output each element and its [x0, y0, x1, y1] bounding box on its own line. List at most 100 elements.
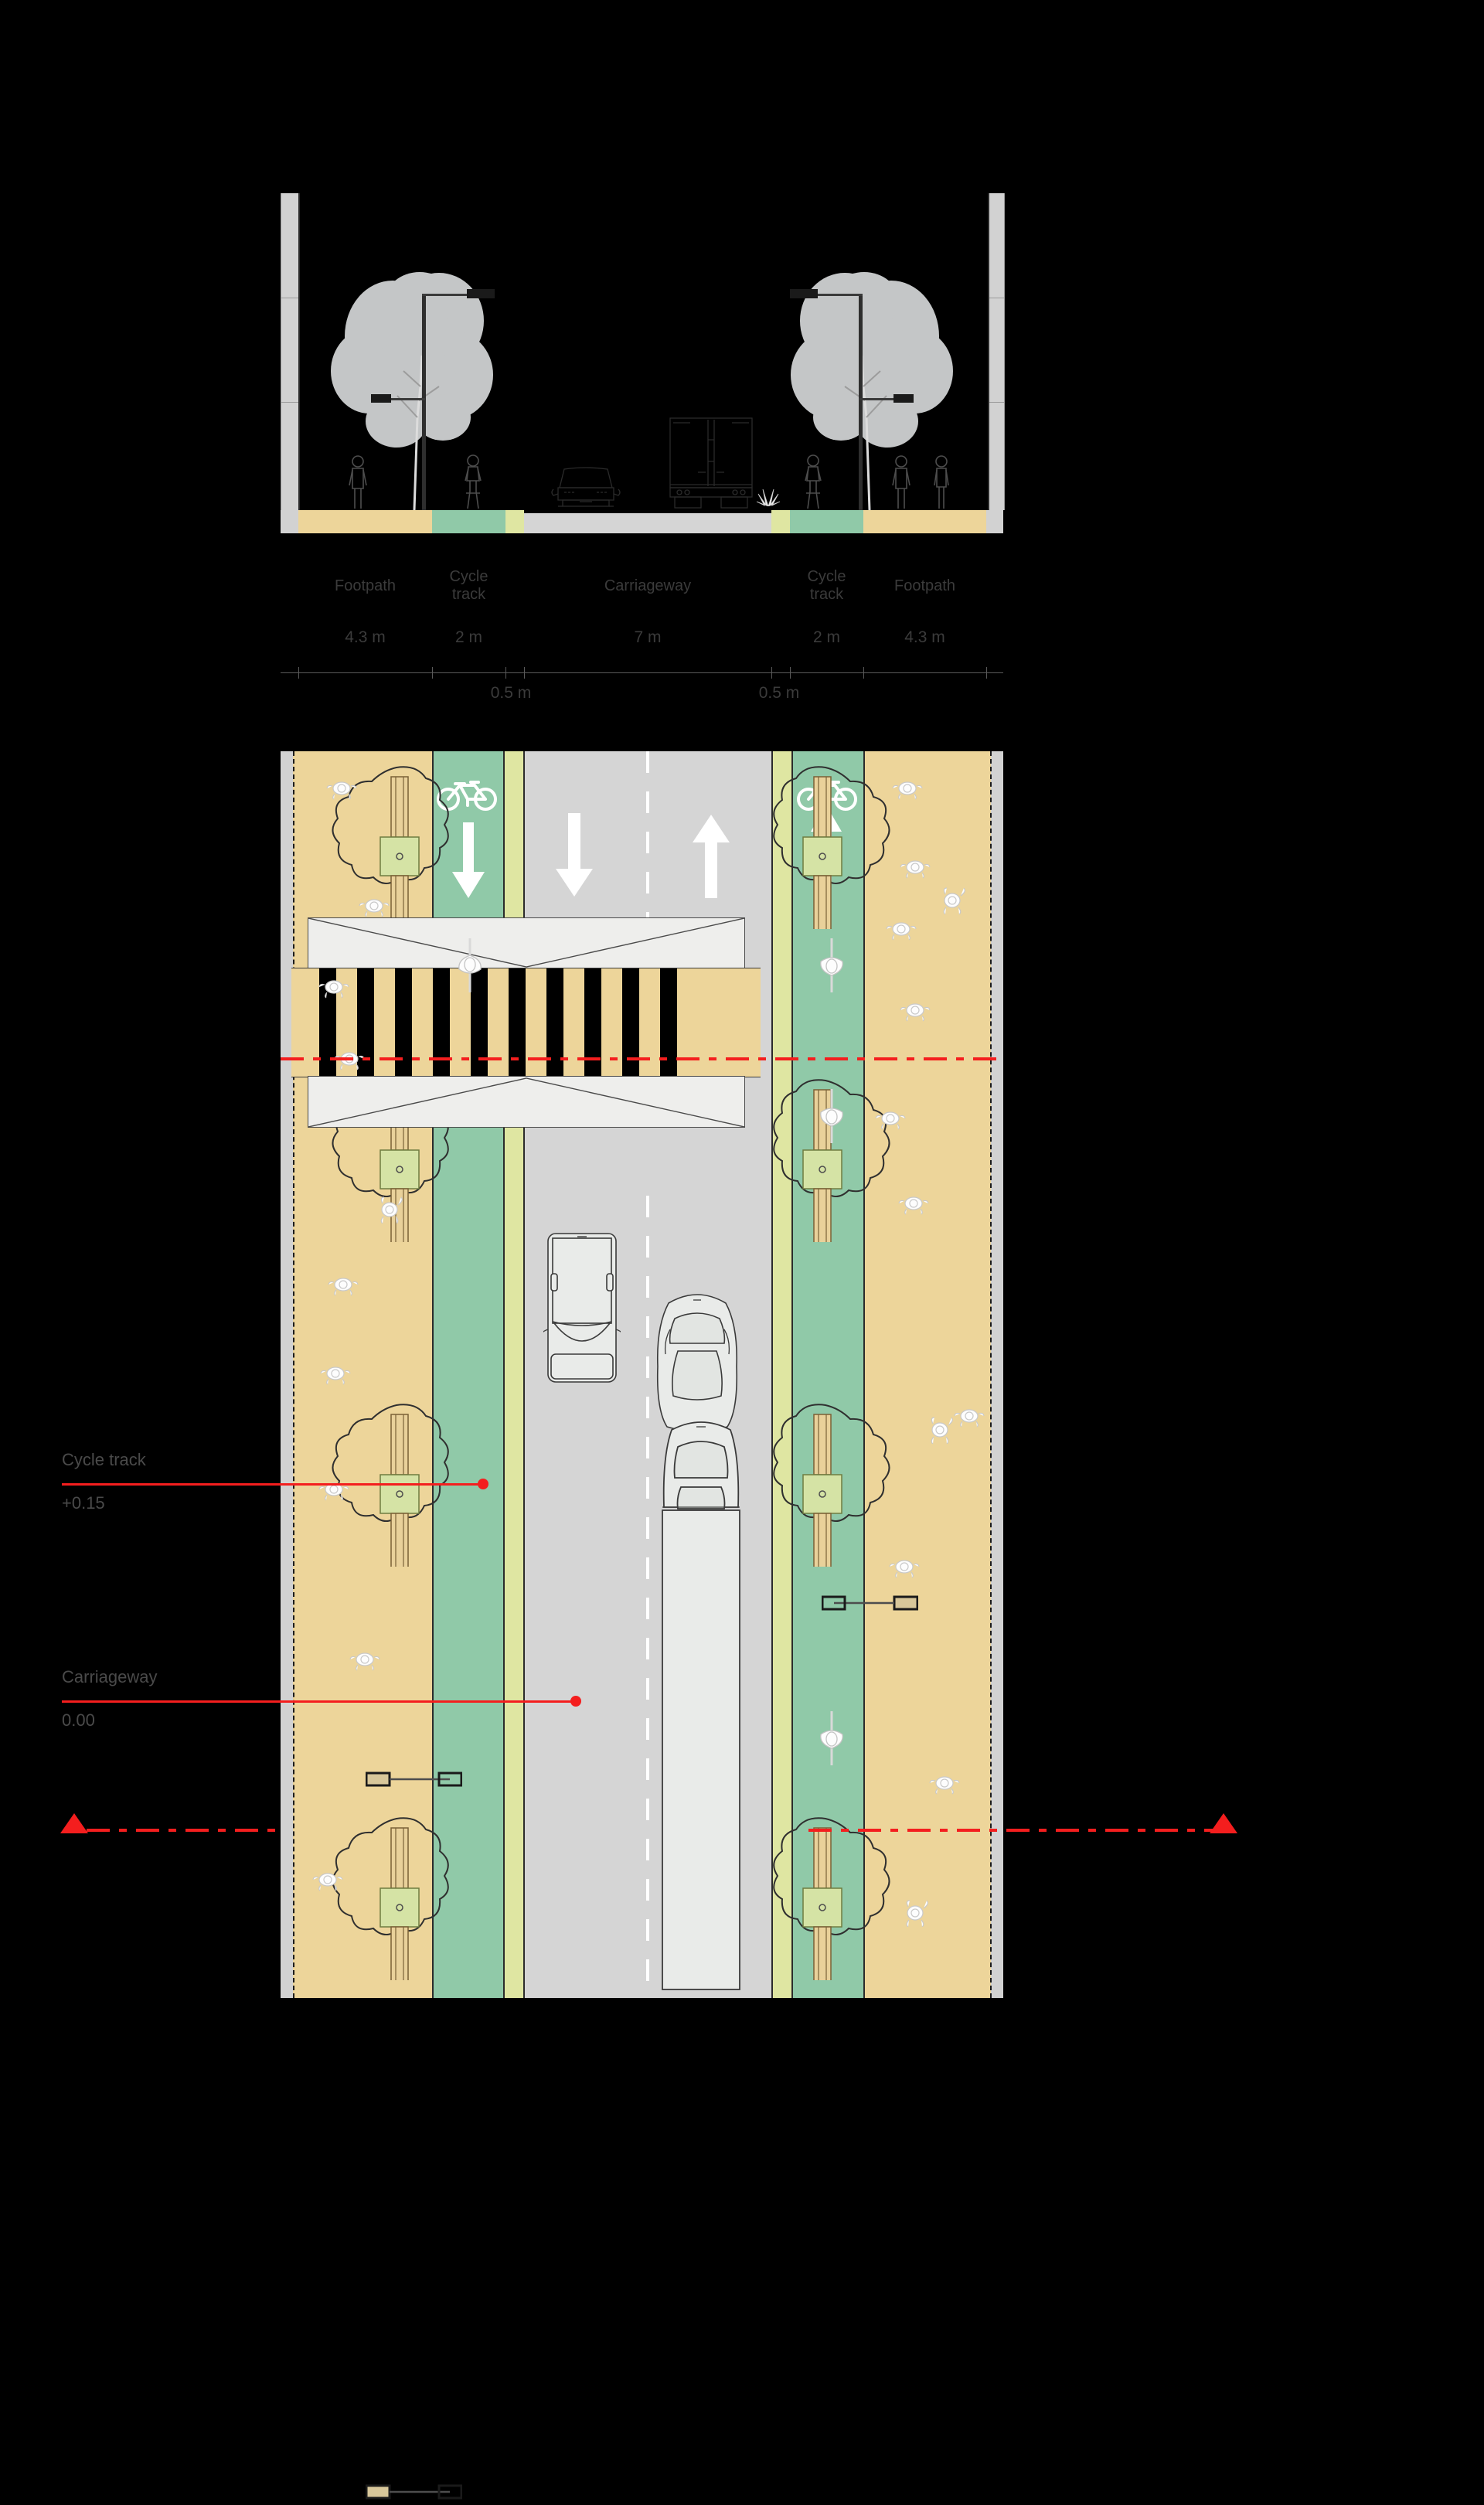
plan-line-5	[791, 751, 793, 1998]
pedestrian-plan-l9	[349, 1648, 381, 1675]
zebra-stripe-4	[433, 968, 450, 1077]
plan-view	[281, 751, 1003, 2500]
dim-label-carriageway: Carriageway	[604, 577, 692, 594]
dim-tick-3	[524, 667, 525, 679]
crossing-ramp-south	[308, 1076, 745, 1128]
car-plan	[655, 1285, 740, 1435]
dim-label-cycle-right: Cycle track	[790, 568, 863, 604]
dim-tick-0	[298, 667, 299, 679]
pedestrian-plan-l3	[318, 975, 350, 1002]
dim-label-footpath-right: Footpath	[894, 577, 955, 594]
plan-edge-right	[991, 751, 1003, 1998]
dim-value-footpath-right: 4.3 m	[904, 628, 945, 646]
zebra-stripe-6	[509, 968, 526, 1077]
pedestrian-plan-r7	[897, 1192, 930, 1219]
section-buffer-right	[771, 510, 790, 533]
cyclist-section-right	[800, 454, 826, 510]
pedestrian-plan-l7	[319, 1362, 352, 1389]
section-cut-arrow-right	[1210, 1813, 1237, 1833]
annotation-carriageway-leader	[62, 1700, 576, 1703]
plan-line-4	[771, 751, 773, 1998]
plan-line-6	[863, 751, 865, 1998]
pedestrian-plan-r5	[899, 999, 931, 1026]
section-cut-arrow-left	[60, 1813, 88, 1833]
bicycle-icon-left	[437, 774, 499, 817]
pedestrian-plan-l10	[311, 1868, 344, 1895]
zebra-stripe-7	[546, 968, 563, 1077]
dim-tick-1	[432, 667, 433, 679]
dim-value-cycle-right: 2 m	[812, 628, 840, 646]
pedestrian-plan-l5	[373, 1196, 406, 1227]
pedestrian-plan-r6	[874, 1107, 907, 1134]
dimension-line	[281, 672, 1003, 673]
cyclist-plan-right-1	[814, 937, 849, 998]
dim-tick-4	[771, 667, 772, 679]
dim-label-cycle-left-line1: Cycle	[449, 568, 488, 585]
truck-section	[665, 417, 757, 513]
annotation-carriageway-title: Carriageway	[62, 1667, 158, 1686]
tree-plan-left-3	[323, 1401, 470, 1571]
pedestrian-plan-l8	[318, 1478, 350, 1505]
tree-section-right	[760, 263, 961, 511]
annotation-carriageway-level: 0.00	[62, 1710, 95, 1730]
dim-label-cycle-left-line2: track	[451, 586, 486, 603]
crossing-ramp-north	[308, 917, 745, 969]
dim-label-cycle-left: Cycle track	[432, 568, 505, 604]
dim-value-footpath-left: 4.3 m	[345, 628, 386, 646]
dim-value-carriageway: 7 m	[634, 628, 662, 646]
cyclist-plan-right-3	[814, 1710, 849, 1771]
pedestrian-plan-r11	[928, 1772, 961, 1799]
pedestrian-plan-r10	[888, 1555, 921, 1582]
dim-tick-2	[505, 667, 506, 679]
tree-plan-left-4	[323, 1814, 470, 1984]
truck-plan	[661, 1416, 741, 1996]
tree-plan-right-1	[752, 763, 899, 933]
pedestrian-section-right-1	[888, 454, 914, 510]
section-footpath-left	[298, 510, 432, 533]
pedestrian-plan-r1	[891, 777, 924, 804]
annotation-cycle-track-dot	[478, 1479, 488, 1489]
zebra-stripe-10	[660, 968, 677, 1077]
pedestrian-section-right-2	[928, 454, 955, 510]
pedestrian-plan-l4	[333, 1047, 366, 1074]
tree-plan-left-1	[323, 763, 470, 933]
arrow-carriageway-down	[551, 813, 597, 902]
section-carriageway	[524, 513, 771, 533]
zebra-stripe-2	[357, 968, 374, 1077]
pedestrian-plan-r2	[899, 856, 931, 883]
van-plan	[540, 1230, 624, 1389]
annotation-cycle-track-leader	[62, 1483, 483, 1486]
section-cycle-track-right	[790, 510, 863, 533]
planting-section	[755, 483, 781, 510]
centreline-upper	[646, 751, 649, 956]
plan-line-2	[503, 751, 505, 1998]
tree-plan-right-4	[752, 1814, 899, 1984]
plan-boundary-left	[293, 751, 294, 1998]
cyclist-plan-left-1	[452, 937, 488, 998]
annotation-carriageway-dot	[570, 1696, 581, 1707]
dim-label-cycle-right-line1: Cycle	[807, 568, 846, 585]
dim-label-cycle-right-line2: track	[809, 586, 844, 603]
car-section	[547, 463, 625, 513]
pedestrian-section-left	[345, 454, 371, 510]
section-view	[281, 193, 1005, 533]
cyclist-plan-right-2	[814, 1087, 849, 1149]
pedestrian-plan-r3	[936, 887, 968, 918]
pedestrian-plan-r8	[924, 1416, 956, 1448]
pedestrian-plan-r4	[885, 917, 917, 944]
building-wall-right	[986, 193, 1005, 510]
section-cut-line-plan	[281, 1057, 1003, 1060]
section-cut-line-right	[808, 1829, 1213, 1832]
zebra-stripe-1	[319, 968, 336, 1077]
section-ground-edge-left	[281, 510, 298, 533]
arrow-cycle-left-down	[449, 822, 489, 904]
dim-value-buffer-right: 0.5 m	[758, 684, 800, 702]
plan-line-3	[523, 751, 525, 1998]
dimension-block: Footpath Cycle track Carriageway Cycle t…	[281, 568, 1003, 711]
pedestrian-plan-r9	[953, 1404, 985, 1431]
plan-buffer-right	[771, 751, 792, 1998]
section-cut-line-left	[87, 1829, 284, 1832]
section-buffer-left	[505, 510, 524, 533]
annotation-cycle-track-level: +0.15	[62, 1493, 105, 1513]
plan-edge-left	[281, 751, 293, 1998]
